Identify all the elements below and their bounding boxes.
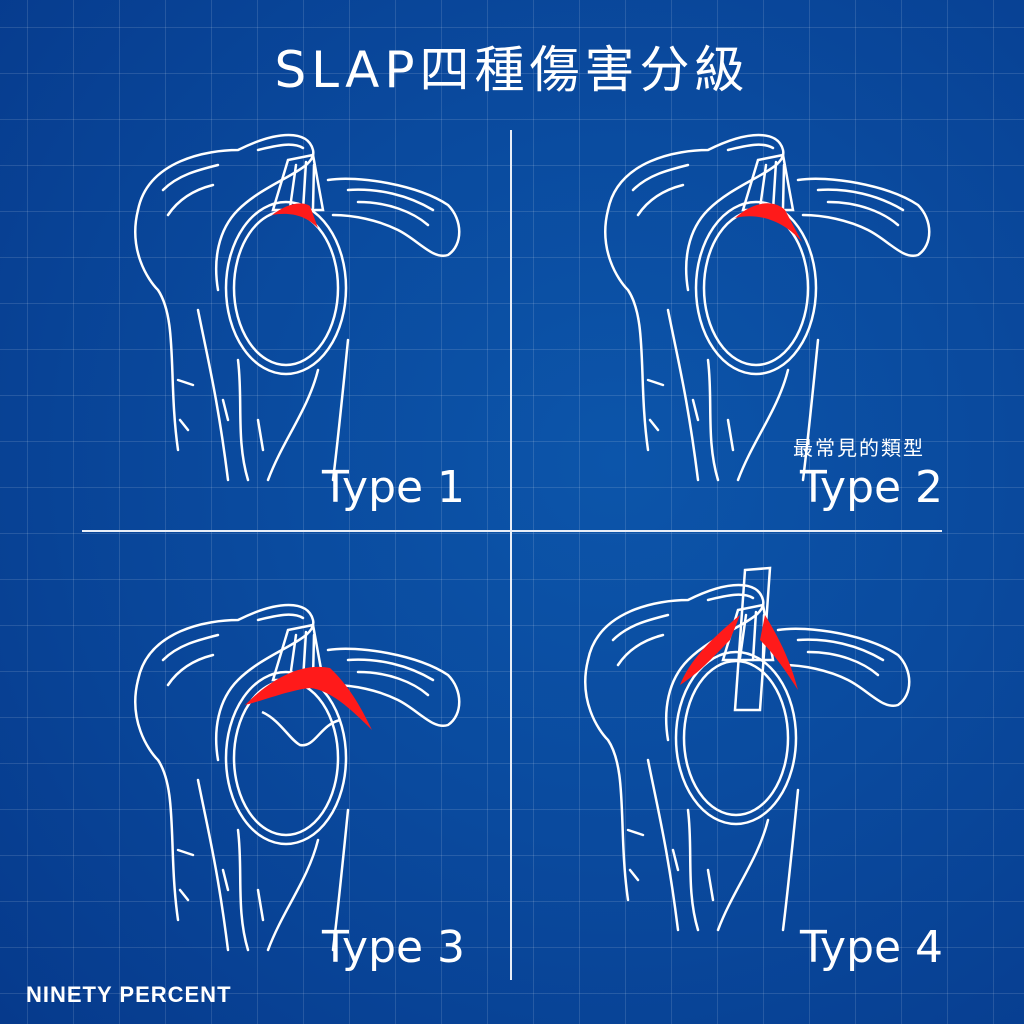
type2-note: 最常見的類型 (793, 436, 925, 460)
type4-labrum-lesion-left (680, 615, 740, 685)
type1-labrum-lesion (272, 203, 318, 228)
type3-shoulder-drawing (134, 603, 461, 952)
type2-labrum-lesion (735, 203, 802, 242)
type3-torn-labrum-flap (261, 710, 341, 747)
page-title: SLAP四種傷害分級 (274, 41, 750, 99)
type3-labrum-lesion (245, 666, 372, 730)
type2-shoulder-drawing (604, 133, 931, 482)
type3-label: Type 3 (322, 922, 466, 973)
type1-shoulder-drawing (134, 133, 461, 482)
type4-labrum-lesion-right (760, 615, 798, 690)
vertical-divider (510, 130, 512, 980)
brand-logo: NINETY PERCENT (26, 982, 232, 1007)
type2-label: Type 2 (800, 462, 944, 513)
type4-biceps-tendon (733, 566, 772, 712)
type4-shoulder-drawing (584, 566, 911, 932)
type1-label: Type 1 (322, 462, 466, 513)
type4-label: Type 4 (800, 922, 944, 973)
horizontal-divider (82, 530, 942, 532)
